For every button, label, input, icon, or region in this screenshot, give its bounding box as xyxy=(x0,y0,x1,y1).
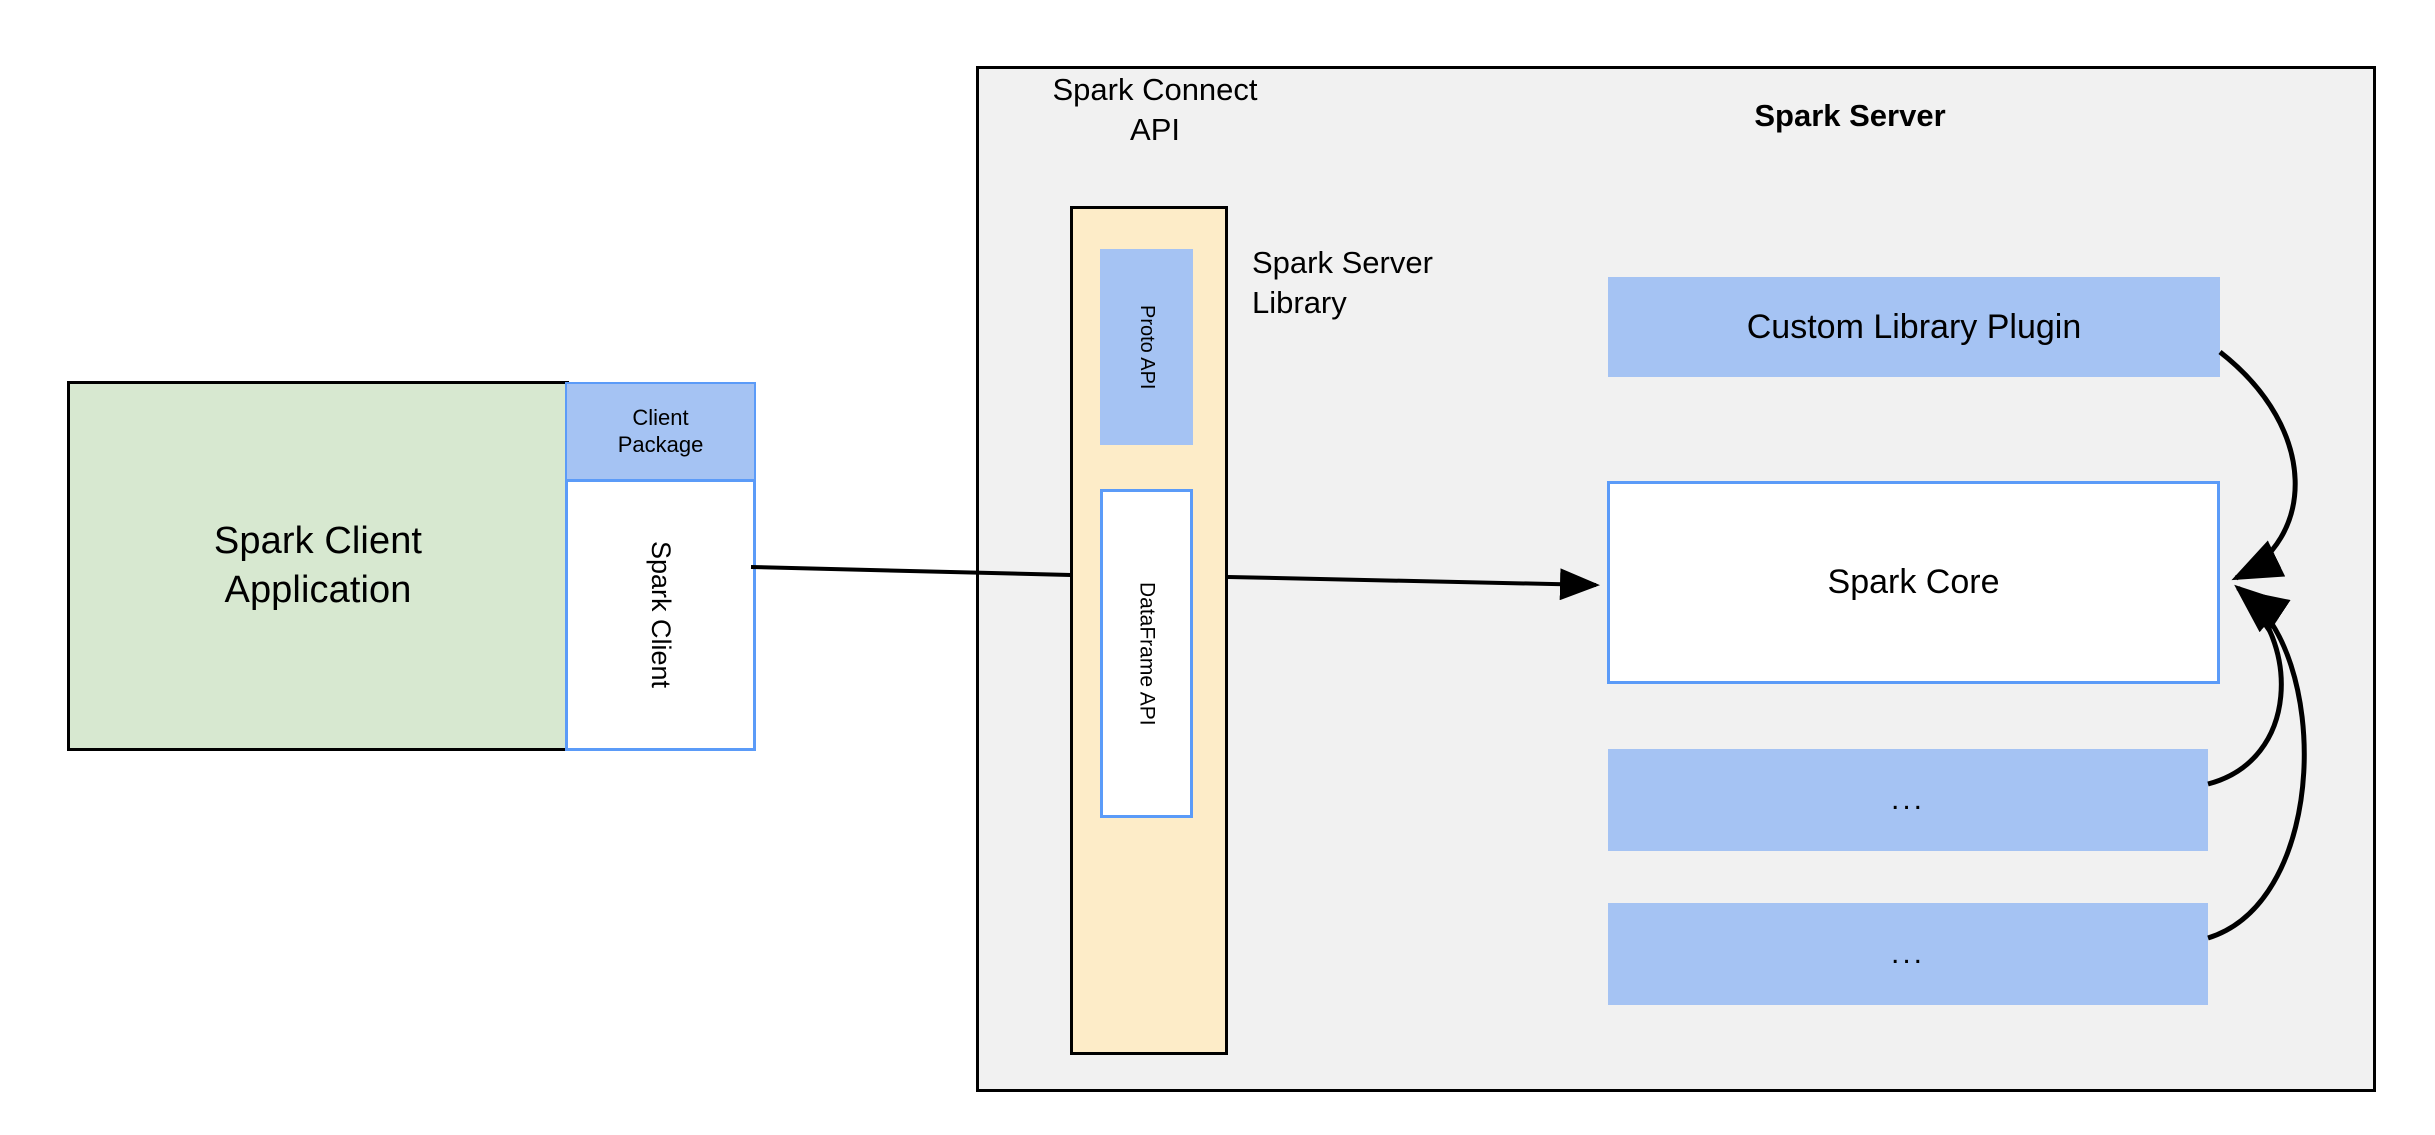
spark-client-application-box[interactable]: Spark Client Application xyxy=(67,381,569,751)
ellipsis-box-2[interactable]: ... xyxy=(1608,903,2208,1005)
ellipsis-box-1[interactable]: ... xyxy=(1608,749,2208,851)
spark-core-box[interactable]: Spark Core xyxy=(1607,481,2220,684)
spark-server-library-label: Spark Server Library xyxy=(1252,245,1433,321)
spark-client-label: Spark Client xyxy=(646,541,676,689)
dataframe-api-box[interactable]: DataFrame API xyxy=(1100,489,1193,818)
spark-client-application-label: Spark Client Application xyxy=(213,520,423,611)
spark-core-label: Spark Core xyxy=(1827,563,2000,601)
spark-server-title: Spark Server xyxy=(1754,98,1946,133)
client-package-box[interactable]: Client Package xyxy=(565,382,756,479)
spark-connect-api-label: Spark Connect API xyxy=(1052,72,1258,148)
ellipsis-label-2: ... xyxy=(1890,937,1925,970)
proto-api-label: Proto API xyxy=(1136,304,1158,390)
proto-api-box[interactable]: Proto API xyxy=(1100,249,1193,445)
custom-library-plugin-label: Custom Library Plugin xyxy=(1746,307,2082,346)
dataframe-api-label: DataFrame API xyxy=(1135,581,1159,726)
client-package-label: Client Package xyxy=(617,404,704,457)
ellipsis-label-1: ... xyxy=(1890,783,1925,816)
spark-client-box[interactable]: Spark Client xyxy=(565,479,756,751)
custom-library-plugin-box[interactable]: Custom Library Plugin xyxy=(1608,277,2220,377)
